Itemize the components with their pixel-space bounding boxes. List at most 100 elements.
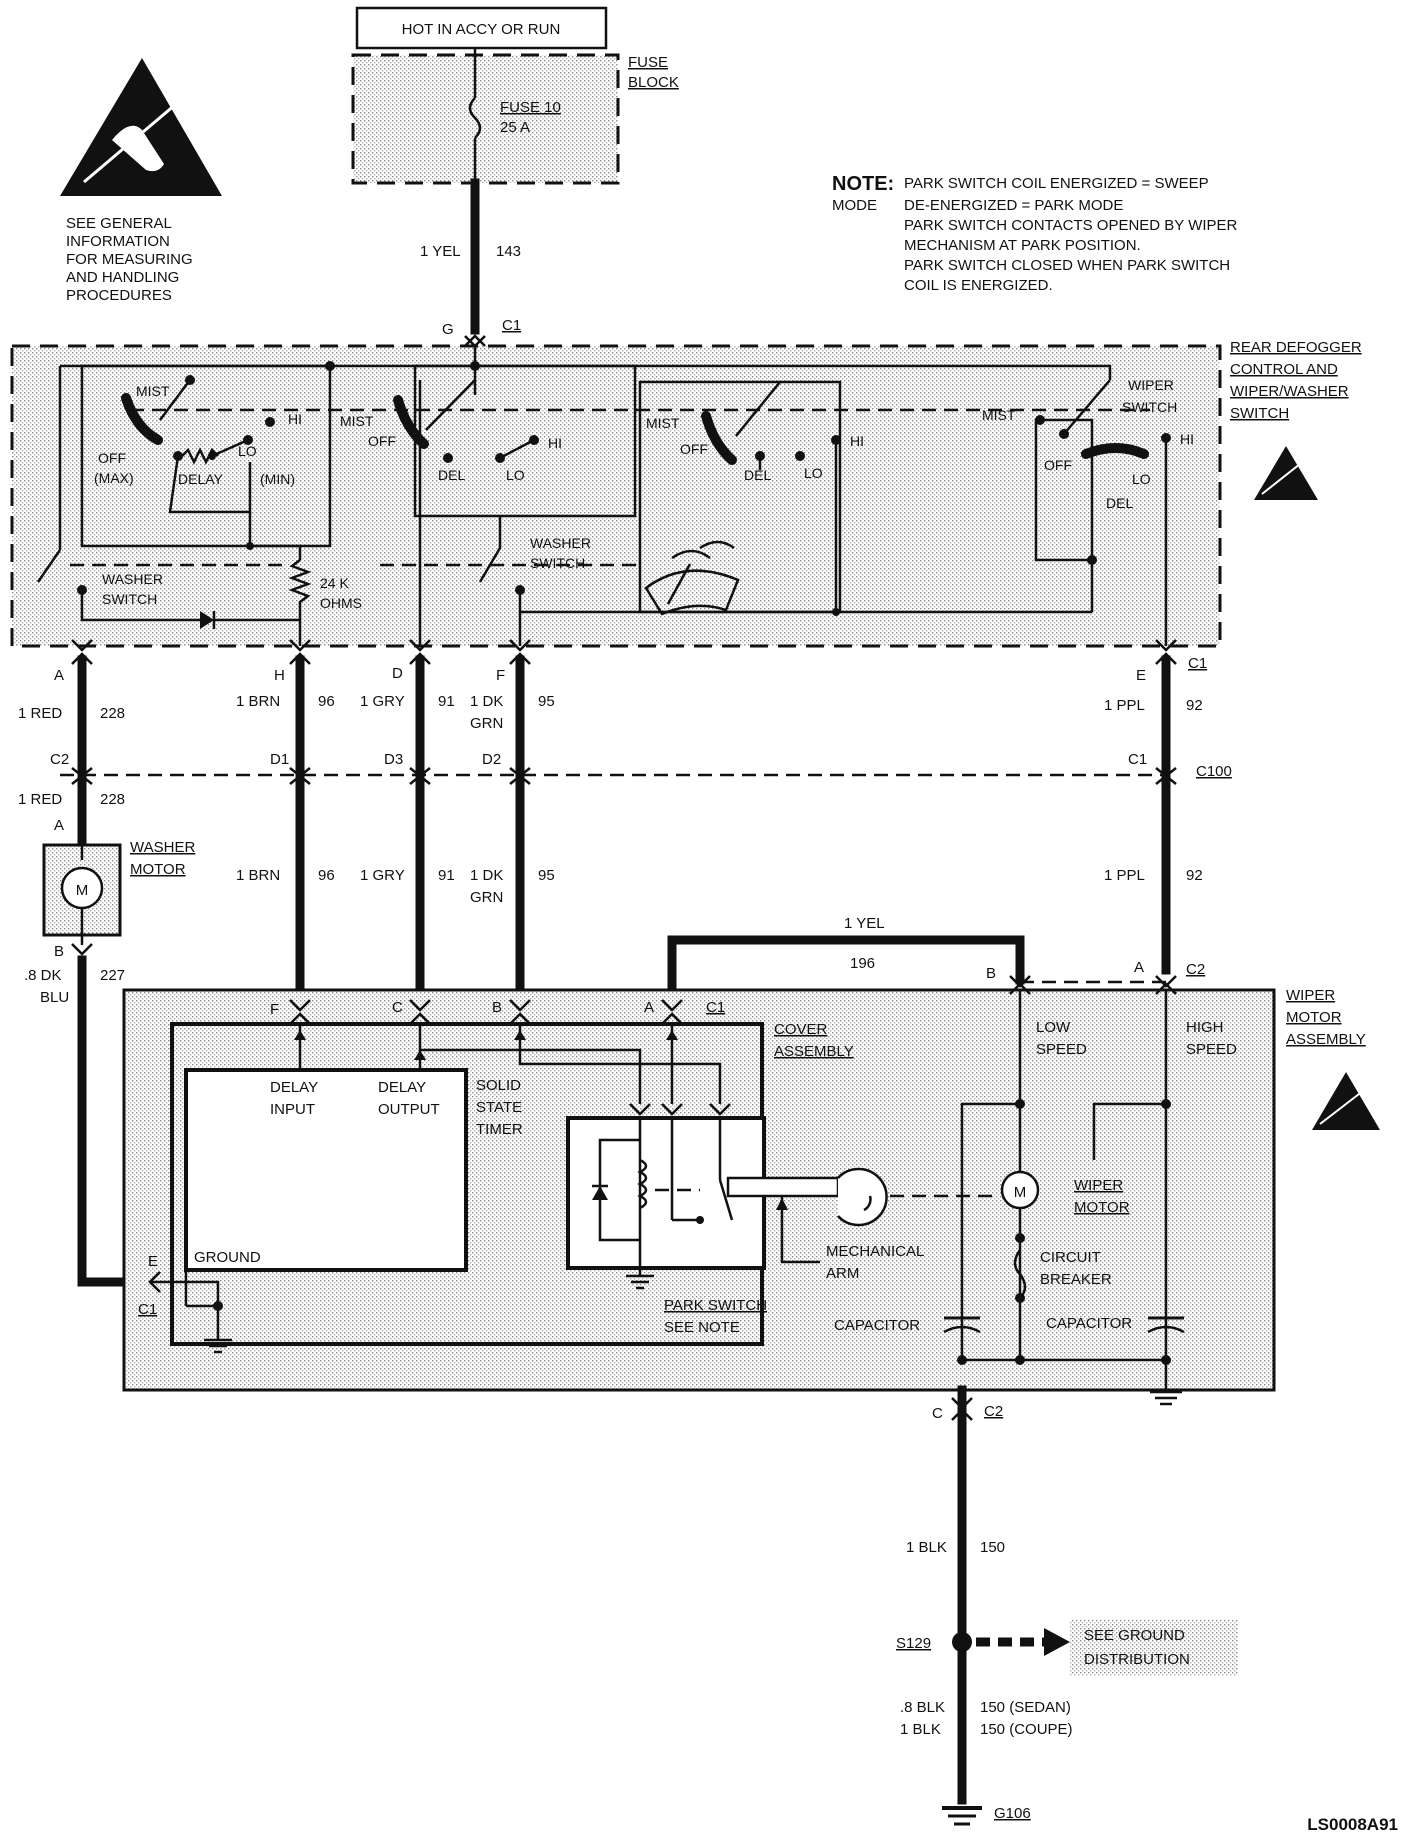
- washer-switch-1-label-2: SWITCH: [102, 591, 157, 607]
- mechanical-arm: [726, 1176, 840, 1198]
- conn-d1: D1: [270, 751, 289, 768]
- label-lo-4: LO: [1132, 471, 1151, 487]
- contact-del-2: [443, 453, 453, 463]
- wire-95-circuit-1: 95: [538, 693, 555, 710]
- switch-c1-terminals: [71, 334, 1177, 665]
- wire-227-color-1: .8 DK: [24, 967, 62, 984]
- label-mist-4: MIST: [982, 407, 1016, 423]
- low-speed-1: LOW: [1036, 1019, 1071, 1036]
- delay-input-arrow: [294, 1030, 306, 1040]
- capacitor-left-wire: [960, 1102, 1020, 1360]
- capacitor-left: [943, 1316, 981, 1334]
- conn-c2-ground: C2: [984, 1403, 1003, 1420]
- breaker-label-2: BREAKER: [1040, 1271, 1112, 1288]
- delay-input-2: INPUT: [270, 1101, 315, 1118]
- washer-b-terminal: [71, 943, 93, 956]
- wire-228-circuit-2: 228: [100, 791, 125, 808]
- low-speed-junction: [1015, 1099, 1025, 1109]
- cover-label-1: COVER: [774, 1021, 828, 1038]
- breaker-label-1: CIRCUIT: [1040, 1249, 1101, 1266]
- lower-bus-junction: [832, 608, 840, 616]
- washer-motor-label-1: WASHER: [130, 839, 195, 856]
- splice-s129-label: S129: [896, 1635, 931, 1652]
- wiper-switch-label-2: SWITCH: [1122, 399, 1177, 415]
- wire-196: [667, 935, 1025, 1013]
- fuse-10-symbol: [468, 97, 482, 139]
- ground-dist-label-1: SEE GROUND: [1084, 1627, 1185, 1644]
- timer-label-2: STATE: [476, 1099, 522, 1116]
- wire-92-circuit-2: 92: [1186, 867, 1203, 884]
- conn-c100: C100: [1196, 763, 1232, 780]
- note-line-5: PARK SWITCH CLOSED WHEN PARK SWITCH: [904, 257, 1230, 274]
- conn-b-asm: B: [492, 999, 502, 1016]
- conn-d2: D2: [482, 751, 501, 768]
- mech-arm-label-1: MECHANICAL: [826, 1243, 924, 1260]
- esd-note-1: SEE GENERAL: [66, 215, 172, 232]
- c100-terminals: [71, 767, 1177, 785]
- washer-motor-m: M: [76, 882, 89, 899]
- high-speed-junction: [1161, 1099, 1171, 1109]
- conn-e-asm: E: [148, 1253, 158, 1270]
- assembly-title-2: MOTOR: [1286, 1009, 1342, 1026]
- wire-95-circuit-2: 95: [538, 867, 555, 884]
- assembly-c1-terminals: [289, 975, 1177, 1025]
- conn-d-sw: D: [392, 665, 403, 682]
- label-mist-1: MIST: [136, 383, 170, 399]
- label-mist-3: MIST: [646, 415, 680, 431]
- switch-title-3: WIPER/WASHER: [1230, 383, 1349, 400]
- wire-196-arrow: [666, 1030, 678, 1040]
- wiper-switch-3-knob: [701, 411, 737, 465]
- label-hi-3: HI: [850, 433, 864, 449]
- mechanical-arm-arrow: [776, 1198, 788, 1210]
- wiper-motor-assembly: [122, 988, 1276, 1392]
- capacitor-label-1: CAPACITOR: [834, 1317, 920, 1334]
- delay-contact-lo: [243, 435, 253, 445]
- washer-switch-2-blade: [478, 516, 502, 583]
- contact-mist-4: [1035, 415, 1045, 425]
- timer-ground-wire: [150, 1280, 220, 1340]
- wire-196-color: 1 YEL: [844, 915, 885, 932]
- ground-bus-junction-right: [1161, 1355, 1171, 1365]
- label-off-1: OFF: [98, 450, 126, 466]
- label-off-4: OFF: [1044, 457, 1072, 473]
- delay-resistor: [181, 447, 219, 465]
- wire-150-color: 1 BLK: [906, 1539, 947, 1556]
- rear-defogger-wiper-switch: [10, 344, 1222, 648]
- wire-228-color-1: 1 RED: [18, 705, 62, 722]
- note-line-1: PARK SWITCH COIL ENERGIZED = SWEEP: [904, 175, 1209, 192]
- lo-arm-2: [499, 438, 535, 460]
- washer-switch-1-label-1: WASHER: [102, 571, 163, 587]
- conn-h-sw: H: [274, 667, 285, 684]
- wire-91-circuit-1: 91: [438, 693, 455, 710]
- case-ground-icon: [1150, 1380, 1182, 1406]
- switch-title-4: SWITCH: [1230, 405, 1289, 422]
- wire-196-circuit: 196: [850, 955, 875, 972]
- solid-state-timer: [184, 1068, 468, 1272]
- wire-150-sedan-color: .8 BLK: [900, 1699, 945, 1716]
- conn-d3: D3: [384, 751, 403, 768]
- cam-arrow: [863, 1195, 872, 1212]
- label-hi-2: HI: [548, 435, 562, 451]
- label-del-4: DEL: [1106, 495, 1133, 511]
- esd-icon-switch: [1254, 446, 1318, 500]
- label-hi-4: HI: [1180, 431, 1194, 447]
- wiper-motor-label-2: MOTOR: [1074, 1199, 1130, 1216]
- fuse-block-label-1: FUSE: [628, 54, 668, 71]
- resistor-24k: [288, 559, 312, 646]
- resistor-label-1: 24 K: [320, 575, 349, 591]
- ground-bus-junction-left: [957, 1355, 967, 1365]
- wire-227-circuit: 227: [100, 967, 125, 984]
- wire-150-sedan-circuit: 150 (SEDAN): [980, 1699, 1071, 1716]
- mechanical-arm-pointer: [780, 1196, 820, 1264]
- switch-title-1: REAR DEFOGGER: [1230, 339, 1362, 356]
- circuit-breaker-symbol: [1013, 1249, 1027, 1299]
- wire-95-internal: [518, 1024, 722, 1104]
- park-switch-internals: [592, 1103, 734, 1268]
- diode-symbol: [200, 611, 214, 629]
- wire-95-color-1b: GRN: [470, 715, 503, 732]
- power-source-box: [355, 6, 608, 50]
- note-line-3: PARK SWITCH CONTACTS OPENED BY WIPER: [904, 217, 1238, 234]
- note-line-6: COIL IS ENERGIZED.: [904, 277, 1053, 294]
- contact-lo-3: [795, 451, 805, 461]
- wire-150-coupe-color: 1 BLK: [900, 1721, 941, 1738]
